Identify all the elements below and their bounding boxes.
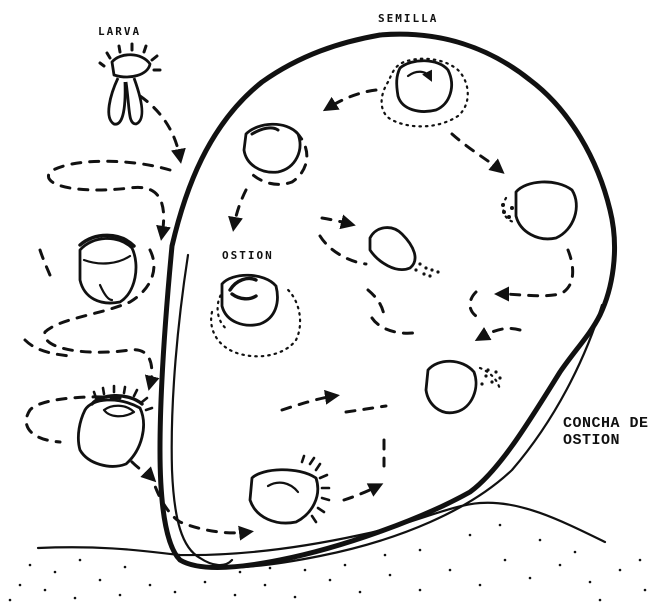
label-concha-line2: OSTION [563, 432, 620, 449]
shell-lower-edge [205, 305, 602, 568]
sand-dots [9, 524, 647, 602]
label-ostion: OSTION [222, 249, 274, 262]
spat-right [501, 182, 576, 239]
spat-upper-left [244, 124, 307, 184]
label-concha-line1: CONCHA DE [563, 415, 649, 432]
settling-larva-1 [80, 235, 136, 303]
oyster-ostion [211, 275, 300, 356]
settled-larva-bottom [250, 456, 329, 523]
spat-center-elongate [370, 228, 440, 278]
swimming-larva [100, 44, 160, 124]
spat-top [382, 59, 468, 127]
label-semilla: SEMILLA [378, 12, 438, 25]
seabed [9, 503, 647, 602]
larva-swim-path [25, 96, 248, 533]
label-larva: LARVA [98, 25, 141, 38]
spat-mid-right [426, 361, 502, 413]
